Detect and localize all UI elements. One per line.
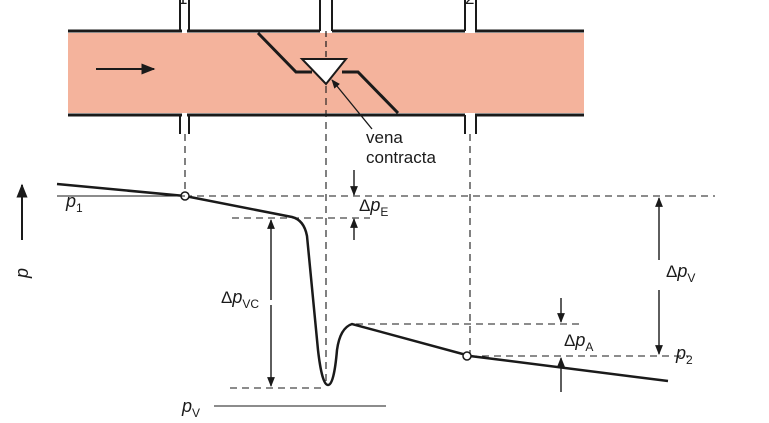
- tap-1-label: 1: [178, 0, 187, 8]
- vena-contracta-label-line2: contracta: [366, 148, 436, 167]
- dp-a-label: ΔpA: [564, 330, 593, 354]
- pressure-curve: [56, 182, 669, 387]
- vena-contracta-label-line1: vena: [366, 128, 403, 147]
- pv-label: pV: [181, 396, 200, 420]
- p2-label: p2: [675, 343, 693, 367]
- vena-contracta-pointer: [331, 79, 373, 130]
- pipe: 1 2 vena contracta: [68, 0, 584, 167]
- tap-2-label: 2: [465, 0, 474, 8]
- jet-boundary-lower: [342, 70, 400, 115]
- dp-vc-label: ΔpVC: [221, 287, 259, 311]
- tap-2-marker: [462, 351, 472, 361]
- dp-e-label: ΔpE: [359, 195, 388, 219]
- pressure-tap-2: [464, 0, 477, 134]
- pressure-tap-mid: [319, 0, 333, 31]
- jet-boundary-upper: [256, 31, 312, 74]
- orifice-plate: [299, 58, 349, 86]
- p-axis-label: p: [12, 268, 32, 279]
- p1-label: p1: [65, 191, 83, 215]
- pressure-tap-1: [179, 0, 190, 134]
- dp-v-label: ΔpV: [666, 261, 695, 285]
